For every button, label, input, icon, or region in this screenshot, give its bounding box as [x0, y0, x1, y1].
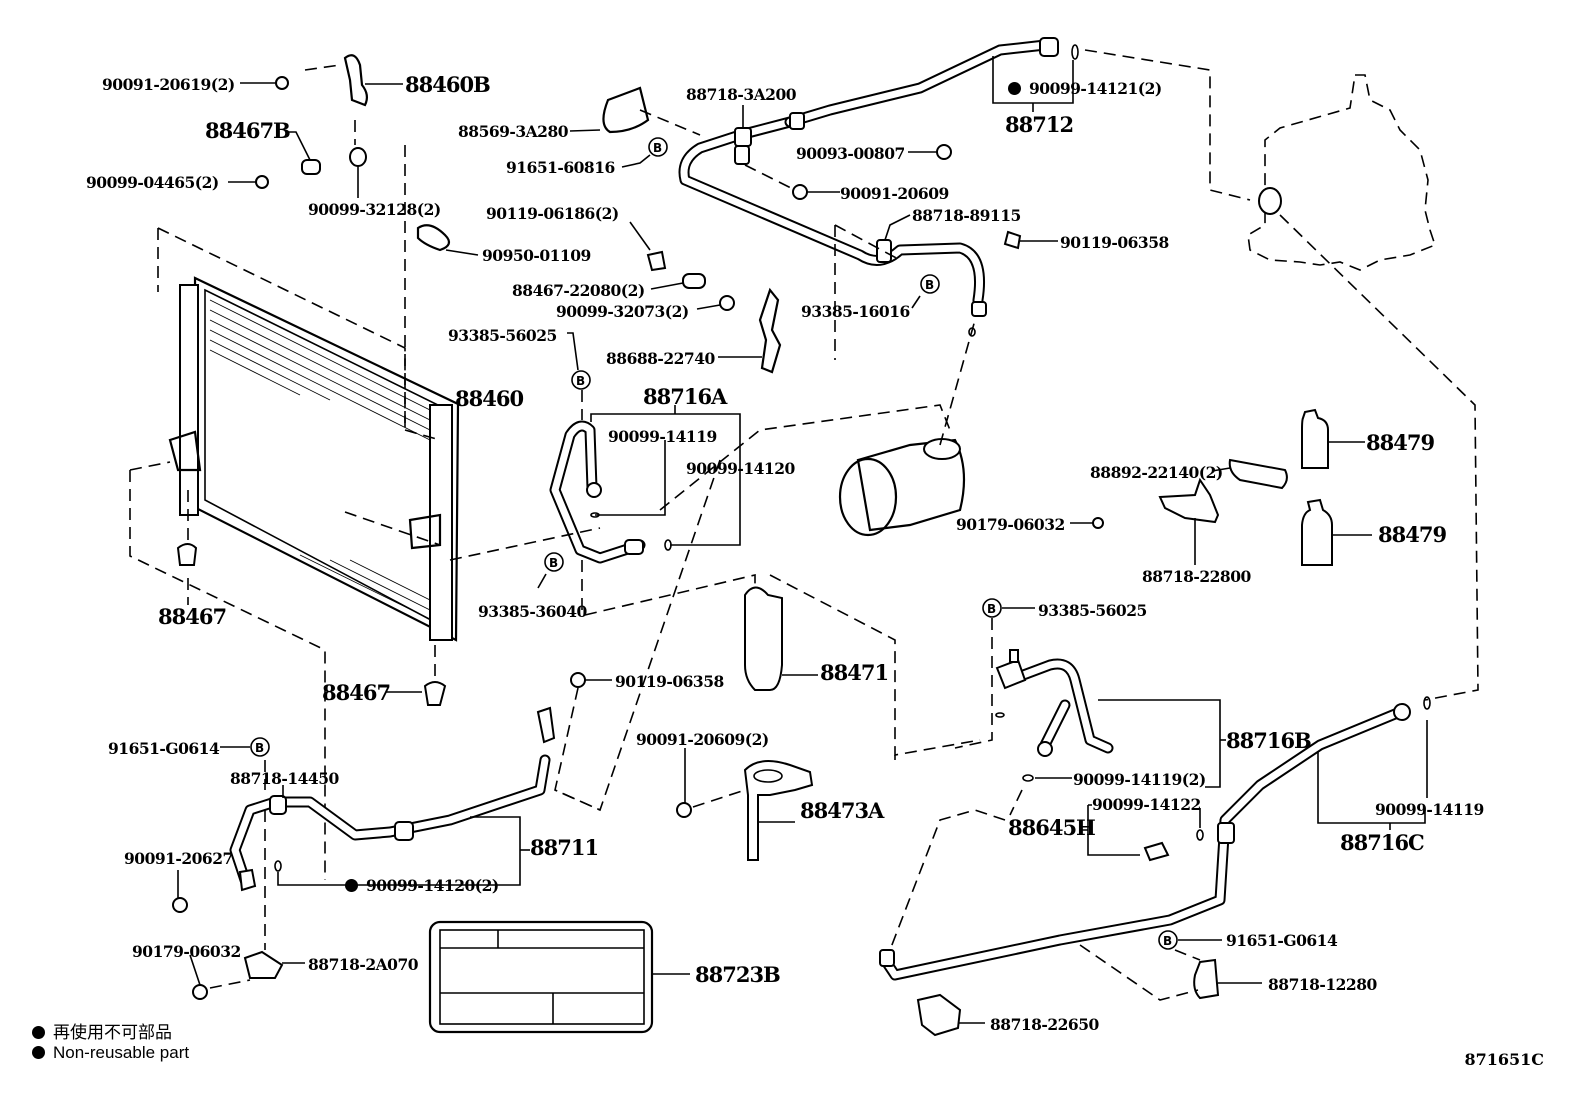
part-label: 91651-G0614: [108, 739, 220, 758]
part-label: 90099-14122: [1092, 795, 1201, 814]
part-label: 90091-20609: [840, 184, 949, 203]
part-label: 88473A: [800, 798, 884, 823]
part-label: 88467B: [205, 118, 291, 143]
part-label: 90099-32073(2): [556, 302, 689, 321]
part-label: 88712: [1005, 112, 1074, 137]
pipe-88716a: [549, 420, 646, 564]
part-label: 90099-04465(2): [86, 173, 219, 192]
part-label: 88718-12280: [1268, 975, 1377, 994]
part-label: 90091-20627: [124, 849, 233, 868]
part-label: 88460: [455, 386, 524, 411]
dashed-outline-condenser: [129, 227, 406, 880]
svg-text:B: B: [255, 741, 264, 755]
svg-text:B: B: [576, 374, 585, 388]
pipe-88711: [229, 706, 556, 892]
part-label: 91651-60816: [506, 158, 615, 177]
non-reusable-marker-icon: [345, 879, 358, 892]
part-label: 90093-00807: [796, 144, 905, 163]
compressor: [838, 438, 966, 537]
legend-text-en: Non-reusable part: [53, 1043, 190, 1062]
pipe-88716b: [995, 649, 1114, 757]
svg-text:B: B: [653, 141, 662, 155]
part-label: 88718-89115: [912, 206, 1021, 225]
part-label: 88718-14450: [230, 769, 339, 788]
part-label: 90119-06186(2): [486, 204, 619, 223]
part-label: 88467: [322, 680, 391, 705]
part-label: 90119-06358: [615, 672, 724, 691]
bracket-88473a: [743, 760, 814, 861]
part-label: 88460B: [405, 72, 491, 97]
part-label: 88467: [158, 604, 227, 629]
part-label: 90099-14119: [608, 427, 717, 446]
part-label: 90099-32128(2): [308, 200, 441, 219]
part-label: 88716B: [1226, 728, 1312, 753]
non-reusable-marker-icon: [32, 1046, 45, 1059]
part-label: 88471: [820, 660, 889, 685]
non-reusable-marker-icon: [32, 1026, 45, 1039]
grommet-88467-top: [176, 543, 198, 566]
part-label: 93385-56025: [1038, 601, 1147, 620]
part-label: 88716C: [1340, 830, 1425, 855]
svg-text:B: B: [925, 278, 934, 292]
part-label: 91651-G0614: [1226, 931, 1338, 950]
part-label: 88711: [530, 835, 599, 860]
label-88723b: [428, 920, 654, 1034]
part-label: 90091-20619(2): [102, 75, 235, 94]
part-label: 88892-22140(2): [1090, 463, 1223, 482]
part-label: 90179-06032: [956, 515, 1065, 534]
part-label: 88718-2A070: [308, 955, 419, 974]
part-label: 93385-36040: [478, 602, 587, 621]
part-label: 90099-14119: [1375, 800, 1484, 819]
part-number: 90099-14120(2): [366, 876, 499, 895]
part-label: 88723B: [695, 962, 781, 987]
part-label: 90091-20609(2): [636, 730, 769, 749]
part-label: 88718-3A200: [686, 85, 797, 104]
pipe-88712: [678, 37, 1059, 317]
svg-text:B: B: [1163, 934, 1172, 948]
pipe-88716c: [879, 703, 1411, 981]
catalog-number: 871651C: [1464, 1050, 1544, 1069]
svg-text:B: B: [549, 556, 558, 570]
condenser-88460: [168, 276, 460, 642]
engine-outline: [1247, 74, 1436, 271]
part-label: 88718-22650: [990, 1015, 1099, 1034]
part-label: 90099-14121(2): [1008, 79, 1162, 98]
bottle-88479-top: [1301, 408, 1329, 469]
part-label: 88479: [1366, 430, 1435, 455]
legend-item-jp: 再使用不可部品: [32, 1018, 172, 1043]
part-label: 90099-14119(2): [1073, 770, 1206, 789]
part-label: 88716A: [643, 384, 727, 409]
part-label: 88479: [1378, 522, 1447, 547]
bottle-88479-bottom: [1301, 498, 1333, 566]
part-label: 90099-14120: [686, 459, 795, 478]
svg-text:B: B: [987, 602, 996, 616]
part-label: 88645H: [1008, 815, 1096, 840]
part-label: 88718-22800: [1142, 567, 1251, 586]
part-label: 90950-01109: [482, 246, 591, 265]
receiver-88471: [744, 586, 783, 691]
part-label: 88569-3A280: [458, 122, 569, 141]
bracket-88460b: [343, 54, 369, 107]
legend-text-jp: 再使用不可部品: [53, 1023, 172, 1042]
part-label: 90179-06032: [132, 942, 241, 961]
part-number: 90099-14121(2): [1029, 79, 1162, 98]
part-label: 93385-16016: [801, 302, 910, 321]
part-label: 88467-22080(2): [512, 281, 645, 300]
part-label: 93385-56025: [448, 326, 557, 345]
non-reusable-marker-icon: [1008, 82, 1021, 95]
part-label: 90119-06358: [1060, 233, 1169, 252]
grommet-88467-bottom: [423, 681, 447, 706]
legend-item-en: Non-reusable part: [32, 1043, 189, 1063]
part-label: 90099-14120(2): [345, 876, 499, 895]
part-label: 88688-22740: [606, 349, 715, 368]
